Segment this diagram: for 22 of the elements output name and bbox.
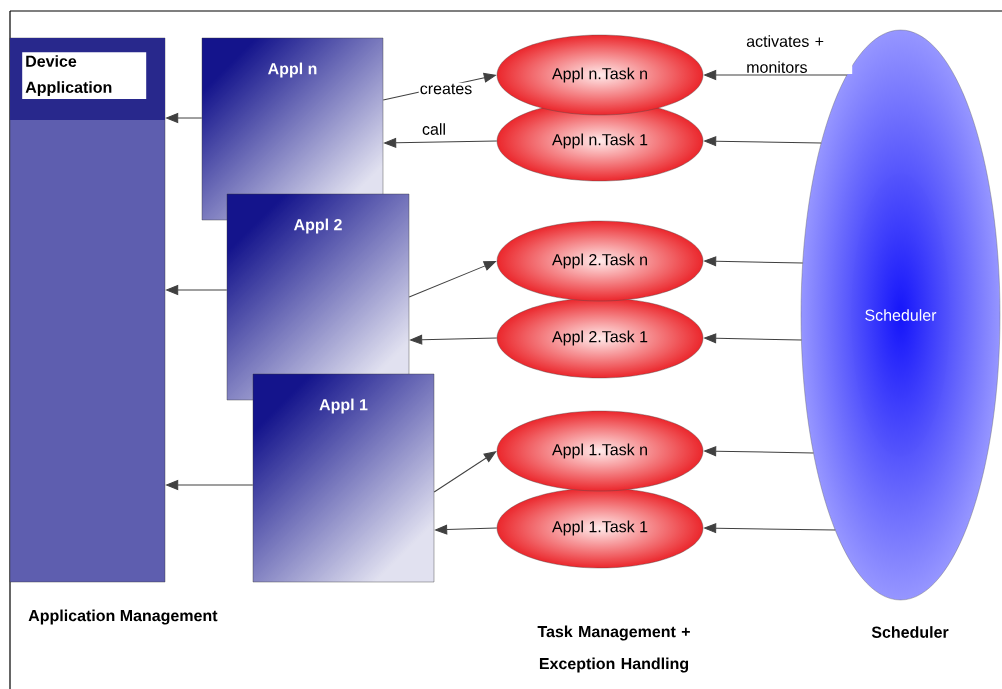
- arrow: [166, 113, 203, 123]
- arrow: [704, 70, 848, 80]
- arrow: [435, 524, 498, 535]
- arrow: [384, 137, 498, 148]
- section-label: Task Management + Exception Handling: [537, 625, 690, 673]
- application-box: Appl 1: [252, 373, 435, 583]
- arrow: [704, 523, 836, 534]
- application-box: Device Application: [9, 37, 166, 583]
- arrow: [410, 334, 498, 345]
- section-label: Application Management: [28, 609, 218, 625]
- section-label: Scheduler: [871, 626, 949, 638]
- arrow: [704, 136, 822, 147]
- arrow: [704, 446, 814, 457]
- arrow: [704, 333, 802, 344]
- arrow: [408, 261, 496, 298]
- edge-label: creates: [418, 82, 474, 96]
- arrow: [433, 451, 497, 493]
- arrow: [166, 480, 254, 490]
- edge-label: activates + monitors: [745, 34, 853, 74]
- edge-label: call: [421, 122, 447, 136]
- arrow: [166, 285, 228, 295]
- arrow: [704, 256, 804, 267]
